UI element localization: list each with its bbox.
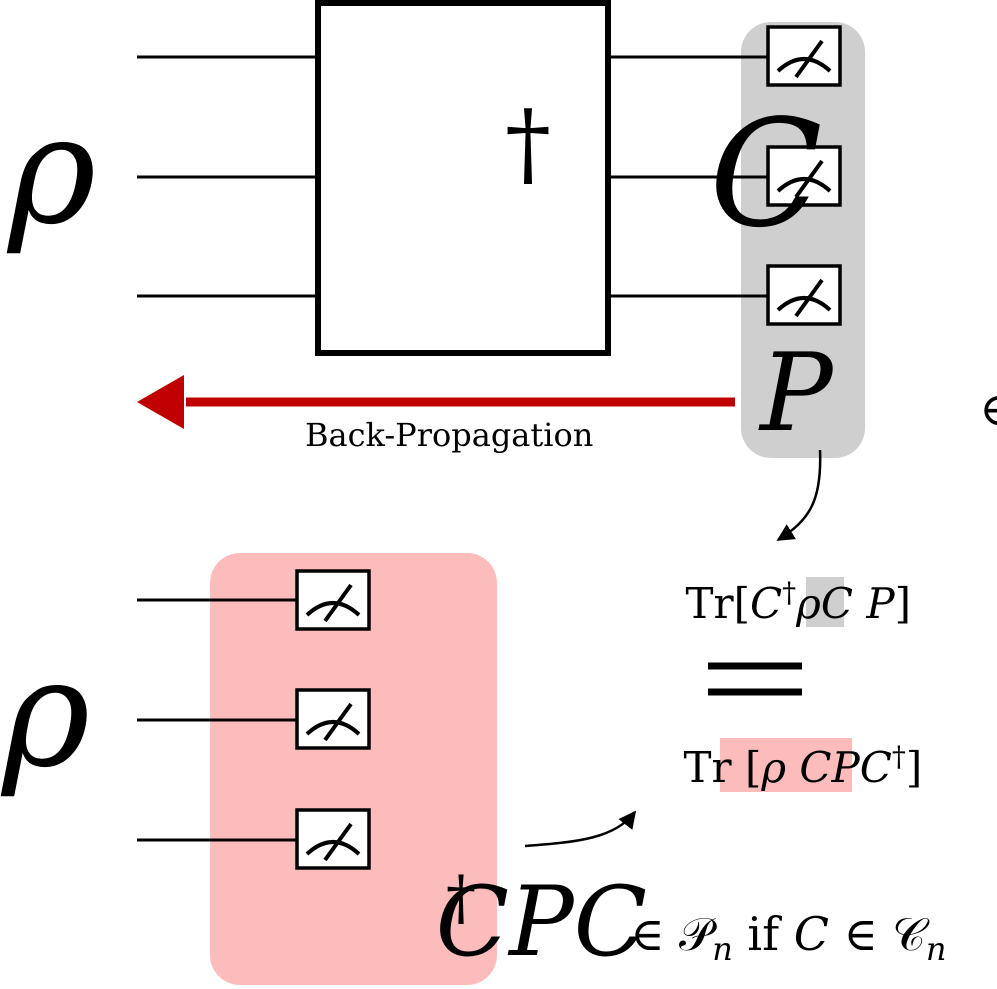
equation-bottom: Tr [ρ CPC†] — [610, 740, 975, 792]
measurement-meter-icon — [766, 264, 842, 326]
pauli-label: P — [758, 331, 835, 456]
curved-arrow-up-icon — [524, 810, 637, 848]
observable-dagger: † — [446, 863, 476, 933]
gate-box — [315, 0, 611, 356]
bottom-input-rho: ρ — [0, 627, 90, 801]
top-input-rho: ρ — [6, 84, 96, 258]
observable-highlight-box — [210, 553, 497, 985]
equals-sign — [708, 662, 802, 696]
measurement-meter-icon — [295, 569, 371, 631]
measurement-meter-icon — [766, 25, 842, 87]
measurement-meter-icon — [766, 145, 842, 207]
measurement-meter-icon — [295, 688, 371, 750]
measurement-meter-icon — [295, 808, 371, 870]
observable-label: CPC — [222, 866, 800, 978]
equation-top: Tr[C†ρC P] — [612, 576, 963, 628]
equation-bottom-highlight — [720, 738, 852, 792]
back-propagation-label: Back-Propagation — [305, 416, 593, 454]
trace-equations: Tr[C†ρC P] Tr [ρ CPC†] — [610, 576, 975, 792]
equation-top-highlight — [806, 577, 844, 627]
pauli-set-label: ∈ 𝒫n — [877, 382, 997, 446]
clifford-condition: ∈ 𝒫n if C ∈ 𝒞n — [528, 907, 997, 971]
top-circuit: ρ C † P ∈ 𝒫n Back-Propagation — [6, 0, 997, 458]
curved-arrow-down-icon — [776, 449, 822, 542]
gate-label: C — [380, 88, 997, 260]
back-propagation-arrowhead-icon — [137, 375, 184, 429]
pauli-highlight-box — [741, 22, 865, 458]
gate-dagger: † — [505, 90, 551, 197]
bottom-circuit: ρ CPC † ∈ 𝒫n if C ∈ 𝒞n — [0, 553, 997, 985]
